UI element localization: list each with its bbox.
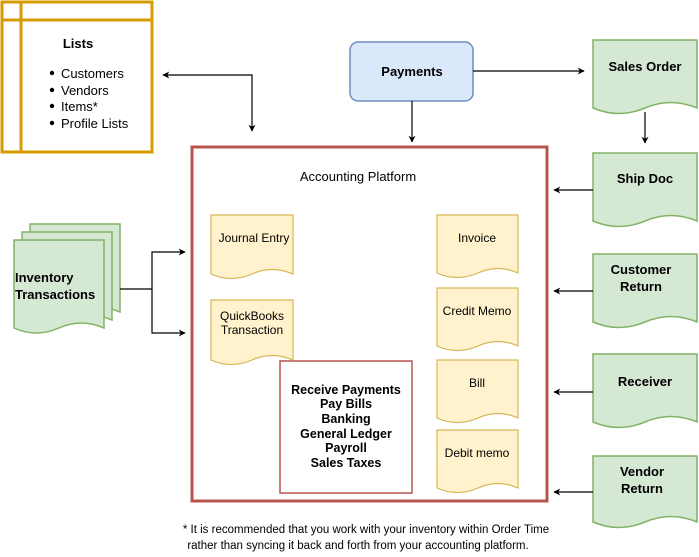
quickbooks-transaction-node[interactable]: QuickBooks Transaction <box>210 299 294 366</box>
bill-label: Bill <box>469 376 485 390</box>
function-banking: Banking <box>321 412 370 426</box>
quickbooks-transaction-label-1: QuickBooks <box>220 309 284 323</box>
bullet-icon <box>49 120 55 126</box>
footnote-line-2: rather than syncing it back and forth fr… <box>187 540 528 552</box>
footnote-line-1: * It is recommended that you work with y… <box>183 524 549 536</box>
inventory-transactions-node[interactable]: Inventory Transactions <box>13 223 121 334</box>
ship-doc-node[interactable]: Ship Doc <box>592 152 698 228</box>
bullet-icon <box>49 103 55 109</box>
inventory-transactions-label-2: Transactions <box>15 287 95 302</box>
lists-platform-arrow <box>162 71 256 132</box>
list-item-vendors: Vendors <box>61 83 109 98</box>
invoice-label: Invoice <box>458 231 496 245</box>
function-general-ledger: General Ledger <box>300 427 392 441</box>
sales-order-node[interactable]: Sales Order <box>592 39 698 115</box>
customer-return-label-2: Return <box>620 279 662 294</box>
sales-order-label: Sales Order <box>609 59 682 74</box>
function-pay-bills: Pay Bills <box>320 397 372 411</box>
bullet-icon <box>49 70 55 76</box>
inventory-platform-arrow-lower <box>151 289 186 337</box>
receiver-label: Receiver <box>618 374 672 389</box>
functions-box[interactable]: Receive Payments Pay Bills Banking Gener… <box>279 360 413 494</box>
bullet-icon <box>49 87 55 93</box>
ship-doc-label: Ship Doc <box>617 171 673 186</box>
journal-entry-node[interactable]: Journal Entry <box>210 214 294 280</box>
quickbooks-transaction-label-2: Transaction <box>221 323 283 337</box>
journal-entry-label: Journal Entry <box>219 231 290 245</box>
bill-node[interactable]: Bill <box>436 359 519 424</box>
lists-title: Lists <box>63 36 93 51</box>
debit-memo-node[interactable]: Debit memo <box>436 429 519 494</box>
list-item-profile-lists: Profile Lists <box>61 116 129 131</box>
credit-memo-node[interactable]: Credit Memo <box>436 287 519 352</box>
inventory-platform-arrow-upper <box>120 248 186 290</box>
list-item-items: Items* <box>61 99 98 114</box>
customer-return-label-1: Customer <box>611 262 672 277</box>
payments-node[interactable]: Payments <box>349 41 474 102</box>
vendor-return-label-1: Vendor <box>620 464 664 479</box>
function-sales-taxes: Sales Taxes <box>311 456 382 470</box>
receiver-node[interactable]: Receiver <box>592 353 698 429</box>
accounting-platform-title: Accounting Platform <box>300 169 416 184</box>
list-item-customers: Customers <box>61 66 124 81</box>
lists-box[interactable]: Lists Customers Vendors Items* Profile L… <box>0 0 154 154</box>
vendor-return-label-2: Return <box>621 481 663 496</box>
vendor-return-node[interactable]: Vendor Return <box>592 455 698 529</box>
function-receive-payments: Receive Payments <box>291 383 401 397</box>
inventory-transactions-label-1: Inventory <box>15 270 74 285</box>
invoice-node[interactable]: Invoice <box>436 214 519 279</box>
customer-return-node[interactable]: Customer Return <box>592 253 698 329</box>
function-payroll: Payroll <box>325 441 367 455</box>
credit-memo-label: Credit Memo <box>443 304 512 318</box>
debit-memo-label: Debit memo <box>445 446 510 460</box>
payments-label: Payments <box>381 64 442 79</box>
